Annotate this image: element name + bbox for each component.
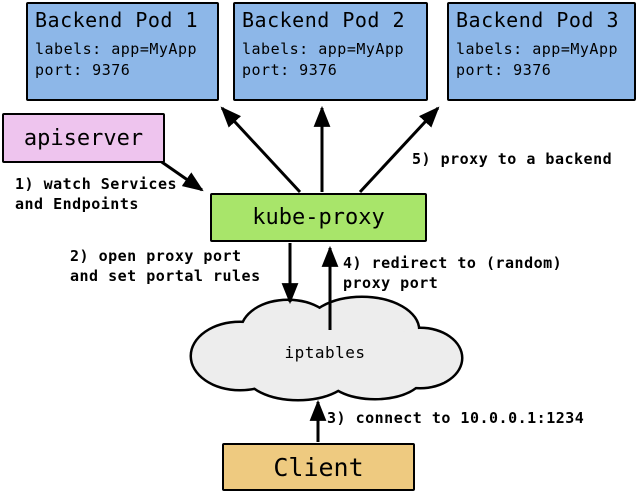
step-4-redirect-note: 4) redirect to (random) proxy port [343, 254, 563, 292]
backend-pod-1-labels: labels: app=MyApp [35, 40, 198, 58]
iptables-cloud [189, 295, 464, 402]
backend-pod-2-title: Backend Pod 2 [242, 8, 406, 32]
arrow-apiserver-to-kube-proxy [155, 156, 204, 192]
apiserver-label: apiserver [23, 125, 144, 151]
step-2-open-proxy-port-note: 2) open proxy port and set portal rules [70, 247, 261, 285]
client-box: Client [222, 443, 415, 491]
backend-pod-3-port: port: 9376 [456, 61, 552, 79]
kube-proxy-label: kube-proxy [252, 205, 385, 230]
backend-pod-2-port: port: 9376 [242, 61, 338, 79]
backend-pod-1-title: Backend Pod 1 [35, 8, 199, 32]
iptables-label: iptables [284, 343, 366, 362]
arrow-kube-proxy-to-pod-1 [220, 106, 302, 194]
arrow-kube-proxy-to-pod-3 [358, 106, 440, 194]
kube-proxy-box: kube-proxy [210, 193, 427, 242]
client-label: Client [273, 452, 364, 482]
backend-pod-3-labels: labels: app=MyApp [456, 40, 619, 58]
backend-pod-3-box: Backend Pod 3 labels: app=MyApp port: 93… [447, 2, 636, 101]
step-1-watch-services-note: 1) watch Services and Endpoints [15, 175, 178, 213]
backend-pod-1-box: Backend Pod 1 labels: app=MyApp port: 93… [26, 2, 219, 101]
backend-pod-2-labels: labels: app=MyApp [242, 40, 405, 58]
step-3-connect-note: 3) connect to 10.0.0.1:1234 [327, 409, 585, 427]
backend-pod-1-port: port: 9376 [35, 61, 131, 79]
step-5-proxy-backend-note: 5) proxy to a backend [412, 150, 613, 168]
apiserver-box: apiserver [2, 113, 165, 163]
backend-pod-3-title: Backend Pod 3 [456, 8, 620, 32]
backend-pod-2-box: Backend Pod 2 labels: app=MyApp port: 93… [233, 2, 428, 101]
